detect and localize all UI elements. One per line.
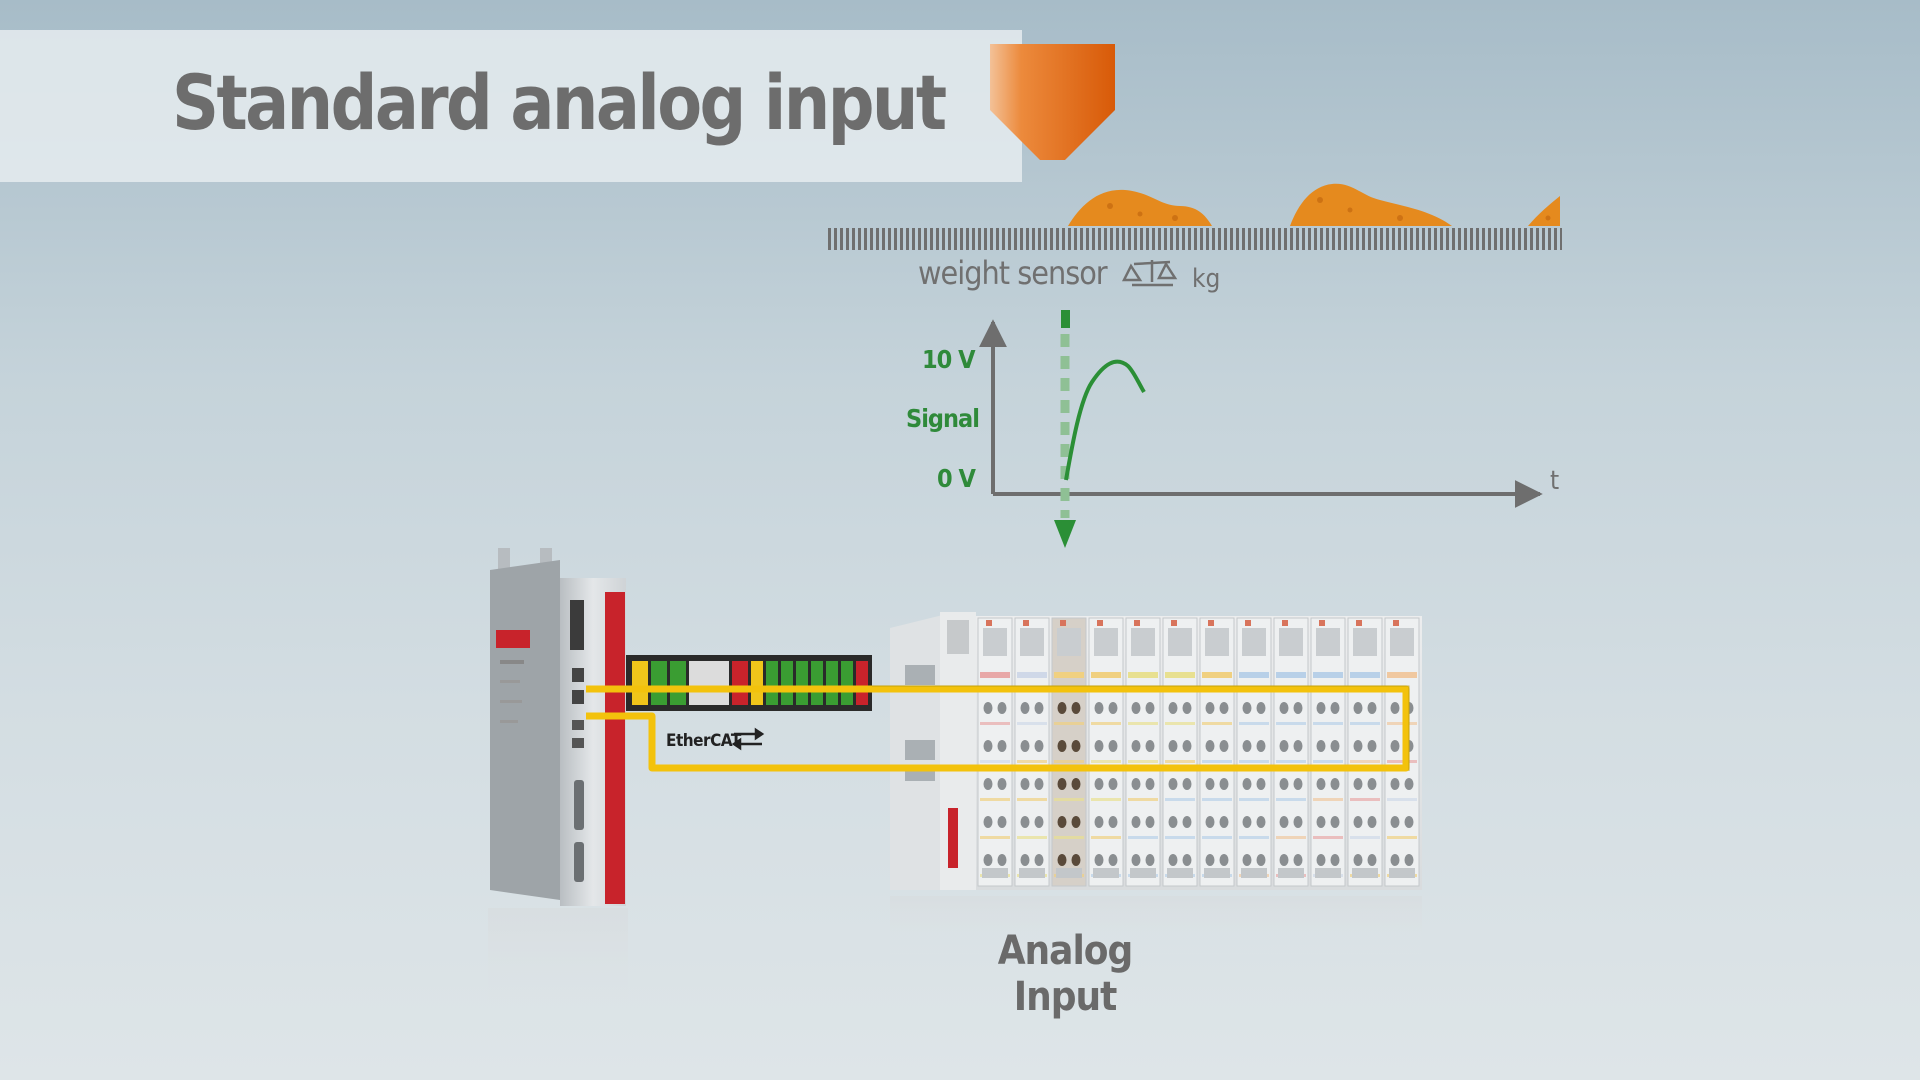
- terminal-slice: [1125, 617, 1161, 887]
- y-axis-top-label: 10 V: [922, 345, 976, 374]
- terminal-slice: [1310, 617, 1346, 887]
- terminal-slice: [1051, 617, 1087, 887]
- conveyor-belt: [825, 228, 1562, 250]
- terminal-slice: [977, 617, 1013, 887]
- unit-label: kg: [1192, 264, 1221, 294]
- terminal-slice: [1273, 617, 1309, 887]
- y-axis-signal-label: Signal: [906, 404, 980, 433]
- ethercat-logo-text: EtherCAT: [666, 731, 741, 751]
- ethernet-cable: [586, 685, 1410, 772]
- measurement-marker: [1054, 310, 1076, 548]
- signal-plot-axes: [979, 319, 1543, 508]
- x-axis-label: t: [1550, 466, 1560, 496]
- hopper: [990, 44, 1115, 160]
- terminal-slice: [1199, 617, 1235, 887]
- terminal-slice: [1014, 617, 1050, 887]
- terminal-slice: [1384, 617, 1420, 887]
- ethercat-arrows-icon: [731, 727, 765, 751]
- module-label-line1: Analog: [997, 928, 1134, 974]
- terminal-slice: [1162, 617, 1198, 887]
- terminal-slice: [1088, 617, 1124, 887]
- sensor-label: weight sensor: [918, 254, 1108, 292]
- industrial-pc: [490, 548, 626, 906]
- module-label: Analog Input: [960, 928, 1170, 1020]
- terminal-slice: [1347, 617, 1383, 887]
- material-piles: [1068, 183, 1560, 226]
- y-axis-bottom-label: 0 V: [937, 464, 976, 493]
- module-label-line2: Input: [1013, 974, 1118, 1020]
- terminal-slice: [1236, 617, 1272, 887]
- terminal-slices: [977, 617, 1420, 887]
- ethercat-frame-bar: [626, 655, 872, 711]
- signal-curve: [1064, 359, 1146, 481]
- title-banner: [0, 30, 1022, 182]
- page-title: Standard analog input: [172, 58, 947, 147]
- scale-icon: [1121, 260, 1178, 287]
